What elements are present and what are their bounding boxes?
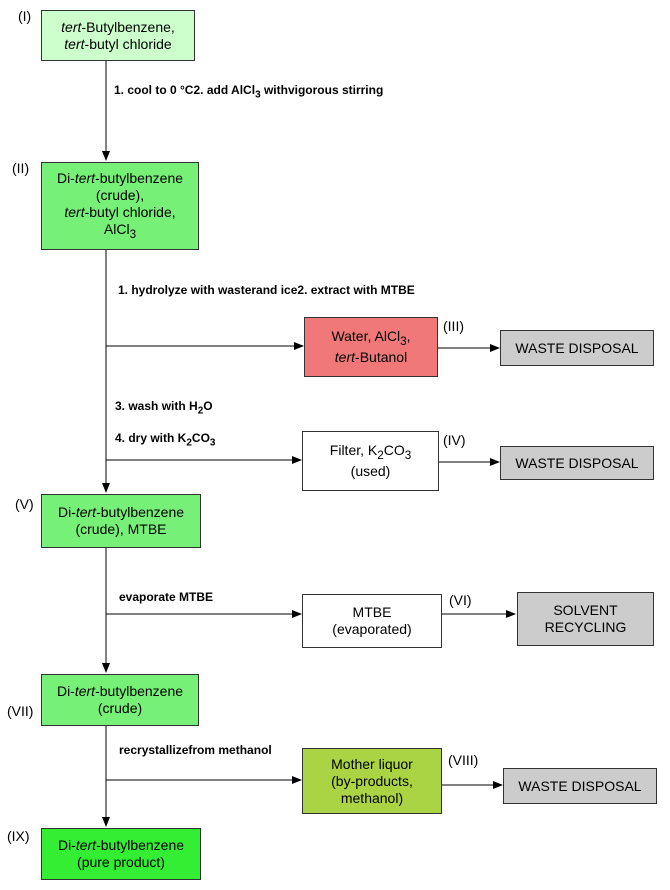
- label-I: (I): [18, 8, 32, 24]
- solvent-recycling-box-line-1: SOLVENT: [553, 602, 618, 618]
- step-text-evaporate: evaporate MTBE: [119, 589, 213, 605]
- step-text-recrystallize-line-2: from methanol: [188, 743, 272, 757]
- box-VII-crude-product-line-1: Di-tert-butylbenzene: [56, 683, 184, 699]
- box-VI-mtbe-evaporated-line-2: (evaporated): [332, 621, 412, 637]
- box-VII-crude-product: Di-tert-butylbenzene(crude): [41, 674, 199, 726]
- box-IV-filter-line-2: (used): [350, 463, 391, 480]
- label-IV: (IV): [443, 432, 466, 448]
- box-I-starting-materials-line-1: tert-Butylbenzene,: [61, 18, 175, 35]
- box-VI-mtbe-evaporated: MTBE(evaporated): [302, 594, 442, 648]
- step-text-dry-line-1: 4. dry with K2CO3: [115, 431, 216, 449]
- label-VI: (VI): [449, 592, 472, 608]
- box-IX-pure-product: Di-tert-butylbenzene(pure product): [41, 828, 201, 880]
- label-V: (V): [15, 496, 34, 512]
- step-text-cool-add-line-1: 1. cool to 0 °C: [114, 83, 194, 97]
- step-text-recrystallize: recrystallizefrom methanol: [119, 742, 272, 759]
- label-II: (II): [12, 160, 30, 176]
- box-III-aqueous-waste-line-1: Water, AlCl3,: [331, 327, 411, 348]
- waste-disposal-box-1: WASTE DISPOSAL: [500, 330, 654, 366]
- step-text-hydrolyze-extract-line-1: 1. hydrolyze with waster: [118, 283, 257, 297]
- step-text-wash-line-1: 3. wash with H2O: [115, 399, 213, 417]
- waste-disposal-box-3: WASTE DISPOSAL: [503, 768, 657, 804]
- box-I-starting-materials: tert-Butylbenzene,tert-butyl chloride: [41, 10, 195, 61]
- box-VIII-mother-liquor: Mother liquor(by-products,methanol): [302, 748, 442, 814]
- box-IV-filter: Filter, K2CO3(used): [302, 431, 439, 491]
- step-text-wash: 3. wash with H2O: [115, 398, 213, 419]
- box-II-crude-mixture-line-1: Di-tert-butylbenzene: [56, 169, 184, 186]
- step-text-cool-add-line-3: vigorous stirring: [287, 83, 384, 97]
- box-VIII-mother-liquor-line-1: Mother liquor: [331, 755, 413, 772]
- box-V-crude-mtbe-line-1: Di-tert-butylbenzene: [57, 504, 185, 520]
- box-VII-crude-product-line-2: (crude): [97, 700, 143, 716]
- box-V-crude-mtbe-line-2: (crude), MTBE: [75, 521, 167, 537]
- solvent-recycling-box-line-2: RECYCLING: [544, 619, 627, 635]
- label-VIII: (VIII): [448, 752, 479, 768]
- box-IV-filter-line-1: Filter, K2CO3: [329, 441, 412, 462]
- step-text-evaporate-line-1: evaporate MTBE: [119, 590, 214, 604]
- box-III-aqueous-waste-line-2: tert-Butanol: [334, 349, 408, 366]
- box-I-starting-materials-line-2: tert-butyl chloride: [64, 35, 172, 52]
- step-text-cool-add-line-2: 2. add AlCl3 with: [193, 83, 288, 101]
- box-IX-pure-product-line-1: Di-tert-butylbenzene: [57, 837, 185, 853]
- waste-disposal-box-2: WASTE DISPOSAL: [500, 446, 654, 480]
- box-V-crude-mtbe: Di-tert-butylbenzene(crude), MTBE: [41, 494, 201, 548]
- step-text-hydrolyze-extract-line-2: and ice: [256, 283, 298, 297]
- box-VI-mtbe-evaporated-line-1: MTBE: [352, 604, 392, 620]
- label-III: (III): [443, 318, 464, 334]
- step-text-hydrolyze-extract: 1. hydrolyze with wasterand ice2. extrac…: [118, 281, 415, 300]
- box-II-crude-mixture: Di-tert-butylbenzene(crude),tert-butyl c…: [41, 162, 199, 250]
- step-text-cool-add: 1. cool to 0 °C2. add AlCl3 withvigorous…: [114, 80, 383, 105]
- label-IX: (IX): [7, 828, 30, 844]
- box-II-crude-mixture-line-4: AlCl3: [103, 220, 137, 241]
- box-IX-pure-product-line-2: (pure product): [77, 854, 165, 870]
- box-II-crude-mixture-line-2: (crude),: [95, 186, 145, 203]
- box-VIII-mother-liquor-line-3: methanol): [340, 789, 404, 806]
- box-III-aqueous-waste: Water, AlCl3,tert-Butanol: [304, 317, 438, 377]
- step-text-hydrolyze-extract-line-3: 2. extract with MTBE: [297, 283, 415, 297]
- step-text-dry: 4. dry with K2CO3: [115, 430, 215, 451]
- label-VII: (VII): [7, 703, 34, 719]
- box-VIII-mother-liquor-line-2: (by-products,: [331, 772, 413, 789]
- step-text-recrystallize-line-1: recrystallize: [119, 743, 189, 757]
- box-II-crude-mixture-line-3: tert-butyl chloride,: [64, 203, 176, 220]
